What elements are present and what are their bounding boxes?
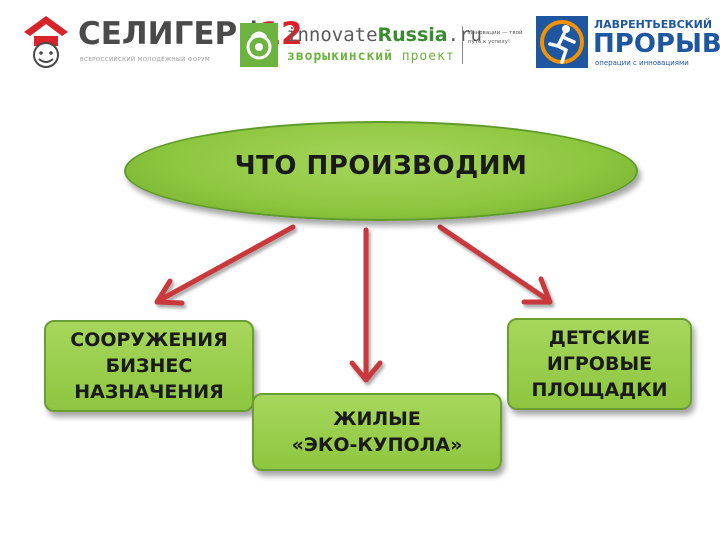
root-node: ЧТО ПРОИЗВОДИМ bbox=[124, 121, 639, 221]
zvorykin-word: зворыкинский bbox=[287, 49, 393, 64]
innovate-word: innovate bbox=[286, 24, 378, 46]
node-eco-domes: ЖИЛЫЕ «ЭКО-КУПОЛА» bbox=[252, 393, 502, 471]
node-playgrounds: ДЕТСКИЕ ИГРОВЫЕ ПЛОЩАДКИ bbox=[507, 318, 692, 410]
lavrentyev-logo: ЛАВРЕНТЬЕВСКИЙ ПРОРЫВ операции с инновац… bbox=[532, 12, 720, 70]
lavrentyev-line1: ЛАВРЕНТЬЕВСКИЙ bbox=[594, 18, 713, 31]
innovate-separator bbox=[462, 26, 463, 64]
node-playgrounds-label: ДЕТСКИЕ ИГРОВЫЕ ПЛОЩАДКИ bbox=[531, 327, 668, 401]
seliger-name: СЕЛИГЕР bbox=[78, 16, 238, 52]
project-word: проект bbox=[392, 49, 455, 64]
node-business-buildings-label: СООРУЖЕНИЯ БИЗНЕС НАЗНАЧЕНИЯ bbox=[70, 329, 228, 403]
innovate-slogan: Инновации — твой путь к успеху! bbox=[468, 30, 523, 45]
domain-suffix: .ru bbox=[447, 24, 482, 46]
lavrentyev-line2: ПРОРЫВ bbox=[593, 29, 720, 59]
innovate-line1: innovateRussia.ru bbox=[286, 24, 482, 46]
arrow-left bbox=[154, 224, 296, 306]
arrow-right bbox=[437, 224, 553, 305]
node-business-buildings: СООРУЖЕНИЯ БИЗНЕС НАЗНАЧЕНИЯ bbox=[44, 320, 254, 412]
node-eco-domes-label: ЖИЛЫЕ «ЭКО-КУПОЛА» bbox=[291, 408, 463, 456]
lavrentyev-emblem-icon bbox=[536, 16, 588, 68]
russia-word: Russia bbox=[377, 24, 448, 46]
root-ellipse bbox=[124, 121, 638, 221]
innovate-emblem-icon bbox=[240, 23, 278, 67]
seliger-emblem-icon bbox=[24, 16, 68, 68]
innovate-line2: зворыкинский проект bbox=[287, 49, 455, 64]
seliger-tagline: ВСЕРОССИЙСКИЙ МОЛОДЁЖНЫЙ ФОРУМ bbox=[80, 57, 210, 63]
lavrentyev-line3: операции с инновациями bbox=[595, 59, 689, 67]
innovate-russia-logo: innovateRussia.ru зворыкинский проект Ин… bbox=[240, 12, 525, 70]
root-label: ЧТО ПРОИЗВОДИМ bbox=[234, 151, 528, 181]
arrow-middle bbox=[349, 227, 383, 383]
